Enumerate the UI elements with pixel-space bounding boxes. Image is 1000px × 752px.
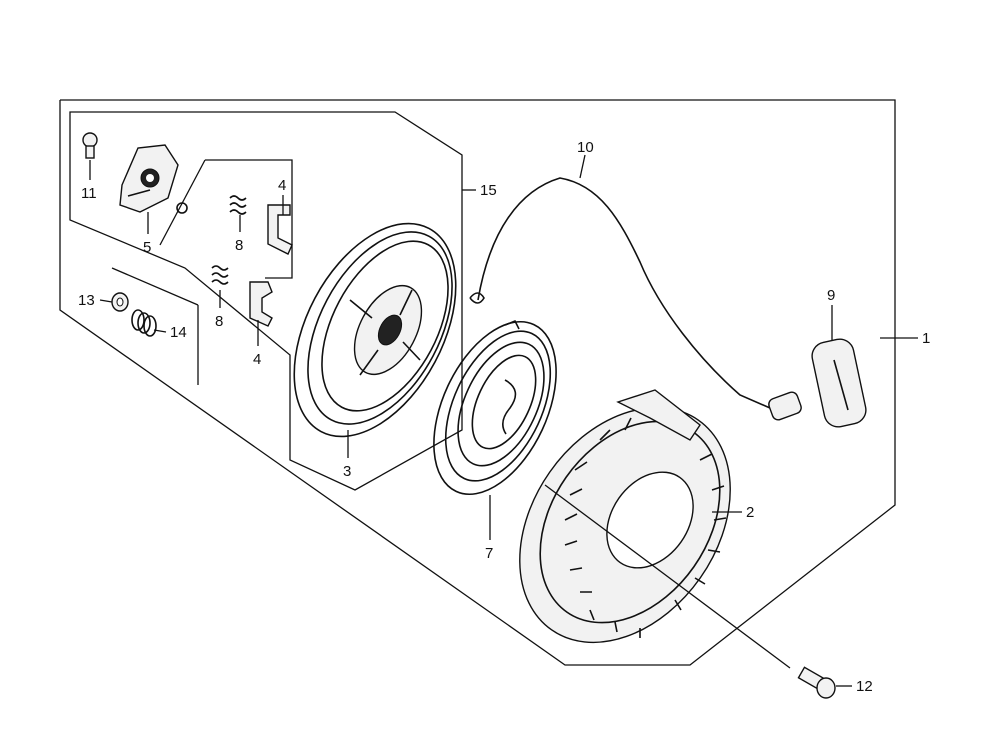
callout-14: 14	[170, 324, 187, 341]
callout-4-upper: 4	[278, 177, 286, 194]
leader-10	[579, 154, 586, 179]
callout-7: 7	[485, 545, 493, 562]
leader-13	[99, 299, 113, 303]
guide-line-upper	[111, 267, 199, 306]
bolt-part-11	[82, 132, 98, 159]
spring-bracket	[205, 159, 293, 279]
callout-2: 2	[746, 504, 754, 521]
callout-12: 12	[856, 678, 873, 695]
leader-14	[153, 329, 167, 333]
recoil-spring-part-7	[433, 319, 557, 496]
starter-grip-part-9	[768, 338, 867, 428]
starter-reel-part-3	[293, 222, 457, 438]
spring-part-14	[131, 309, 157, 337]
washer-part-13	[111, 292, 129, 312]
callout-8-upper: 8	[235, 237, 243, 254]
callout-4-lower: 4	[253, 351, 261, 368]
callout-5: 5	[143, 239, 151, 256]
assembly-outline	[59, 99, 896, 666]
callout-8-lower: 8	[215, 313, 223, 330]
subassembly-outline	[69, 111, 463, 491]
rope-knot	[469, 292, 485, 304]
callout-3: 3	[343, 463, 351, 480]
callout-9: 9	[827, 287, 835, 304]
callout-1: 1	[922, 330, 930, 347]
callout-15: 15	[480, 182, 497, 199]
callout-10: 10	[577, 139, 594, 156]
spring-part-8-upper	[229, 195, 247, 215]
ratchet-part-4-upper	[267, 204, 293, 255]
starter-case-part-2	[519, 389, 731, 644]
spring-part-8-lower	[211, 265, 229, 285]
callout-13: 13	[78, 292, 95, 309]
starter-rope-part-10	[477, 177, 771, 409]
callout-11: 11	[81, 185, 97, 202]
bolt-part-12	[797, 666, 836, 699]
clip-ring	[176, 202, 188, 214]
axis-line	[544, 484, 791, 669]
ratchet-cam-part-5	[119, 144, 179, 213]
ratchet-part-4-lower	[249, 281, 273, 327]
